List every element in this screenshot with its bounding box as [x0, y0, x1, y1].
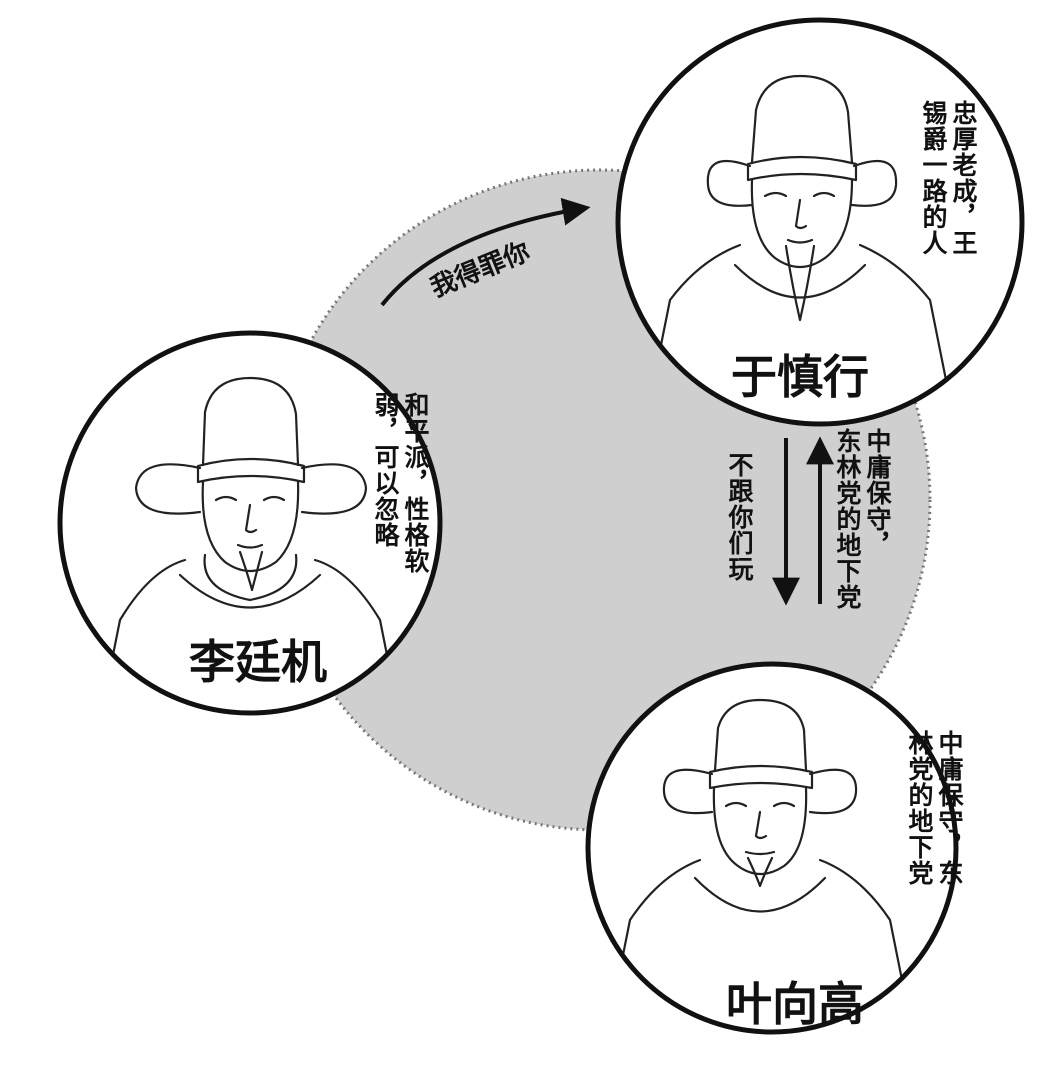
note-ye-xianggao: 中庸保守，东 林党的地下党 — [904, 730, 964, 886]
label-ye-to-yu-line-2: 东林党的地下党 — [833, 428, 862, 610]
name-li-tingji: 李廷机 — [189, 635, 327, 689]
note-yu-line-2: 锡爵一路的人 — [919, 100, 948, 256]
note-ye-line-1: 中庸保守，东 — [935, 730, 964, 886]
note-li-line-1: 和平派，性格软 — [401, 392, 430, 574]
label-ye-to-yu: 中庸保守， 东林党的地下党 — [832, 428, 892, 610]
note-yu-shenxing: 忠厚老成，王 锡爵一路的人 — [918, 100, 978, 256]
label-yu-to-ye: 不跟你们玩 — [725, 452, 754, 582]
label-ye-to-yu-line-1: 中庸保守， — [863, 428, 892, 558]
name-ye-xianggao: 叶向高 — [726, 977, 864, 1031]
note-yu-line-1: 忠厚老成，王 — [949, 100, 978, 256]
portrait-li-tingji: 李廷机 — [57, 330, 443, 716]
portrait-ye-xianggao: 叶向高 — [585, 661, 959, 1035]
note-ye-line-2: 林党的地下党 — [905, 730, 934, 886]
portrait-yu-shenxing: 于慎行 — [615, 17, 1025, 427]
note-li-line-2: 弱，可以忽略 — [371, 392, 400, 548]
note-li-tingji: 和平派，性格软 弱，可以忽略 — [370, 392, 430, 574]
arrow-li-to-yu — [380, 197, 591, 307]
name-yu-shenxing: 于慎行 — [731, 350, 869, 404]
